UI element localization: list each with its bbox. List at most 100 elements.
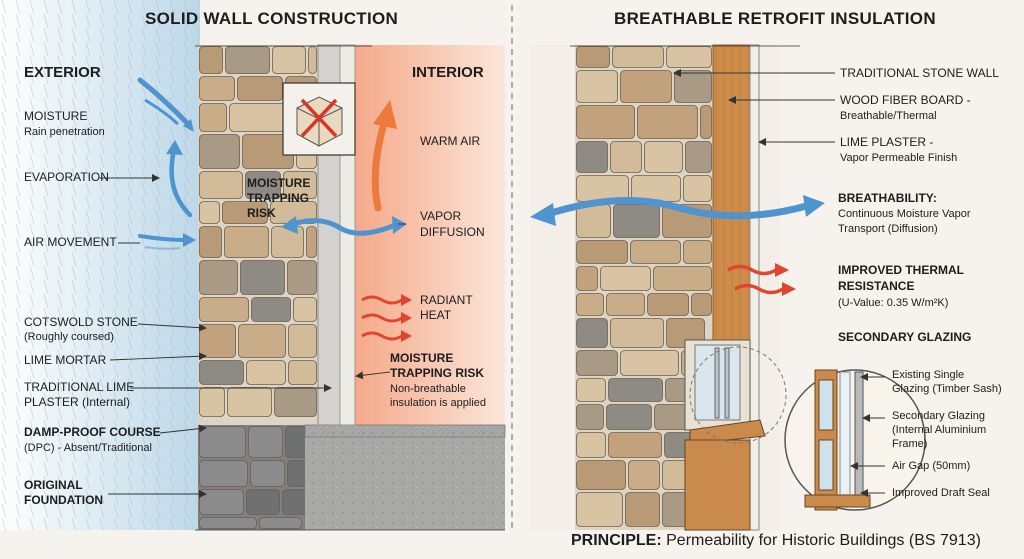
interior-trap-risk-line2: TRAPPING RISK [390,366,485,380]
cotswold-stone-sub: (Roughly coursed) [24,331,114,343]
stone-block [248,426,283,458]
stone-block [576,70,618,103]
thermal-sub: (U-Value: 0.35 W/m²K) [838,297,949,309]
stone-block [576,432,606,458]
stone-block [610,141,642,173]
principle-footer: PRINCIPLE: Permeability for Historic Bui… [571,532,981,550]
stone-block [576,46,610,68]
interior-trap-risk-sub2: insulation is applied [390,397,487,409]
evaporation-label: EVAPORATION [24,170,109,184]
stone-block [240,260,285,295]
secondary-glazing-detail [784,369,926,511]
left-concrete-floor [305,425,505,530]
stone-block [199,426,246,458]
stone-block [576,460,626,490]
stone-block [576,266,598,291]
stone-block [238,324,286,358]
stone-block [293,297,317,322]
right-leader-lines [673,69,885,497]
stone-block [700,105,712,139]
stone-block [199,46,223,74]
stone-block [674,70,712,103]
stone-block [199,171,243,199]
stone-block [683,175,712,202]
rain-texture [0,0,200,530]
right-stone-wall [575,45,713,530]
stone-block [199,517,257,529]
stone-block [576,318,608,348]
warning-cross-icon [282,82,356,156]
stone-block [250,460,285,487]
stone-block [199,460,248,487]
radiant-heat-line1: RADIANT [420,293,473,307]
breathability-sub2: Transport (Diffusion) [838,223,938,235]
stone-block [576,404,604,430]
secondary-glazing-line1: Secondary Glazing [892,410,985,422]
wood-fiber-line2: Breathable/Thermal [840,110,937,122]
stone-block [199,387,225,417]
radiant-heat-line2: HEAT [420,308,452,322]
stone-block [600,266,651,291]
thermal-line2: RESISTANCE [838,279,915,293]
stone-block [613,204,660,238]
evaporation-arrow [166,140,193,218]
interior-trap-risk-sub1: Non-breathable [390,383,466,395]
stone-block [287,460,307,487]
stone-block [199,76,235,101]
stone-block [274,387,317,417]
secondary-glazing-line3: Frame) [892,438,928,450]
stone-block [272,46,306,74]
stone-block [620,350,679,376]
stone-block [625,492,660,527]
breathability-sub1: Continuous Moisture Vapor [838,208,971,220]
left-stone-wall [198,45,318,425]
cotswold-stone-label: COTSWOLD STONE [24,315,138,329]
stone-block [251,297,291,322]
stone-wall-label: TRADITIONAL STONE WALL [840,66,999,80]
stone-block [259,517,302,529]
interior-label: INTERIOR [412,64,484,81]
vapor-diffusion-arrow [281,216,407,236]
stone-block [685,141,712,173]
dpc-sub: (DPC) - Absent/Traditional [24,442,152,454]
stone-block [245,171,281,199]
stone-block [576,350,618,376]
stone-block [606,293,645,316]
existing-glazing-line1: Existing Single [892,369,965,381]
vapor-diffusion-line2: DIFFUSION [420,225,485,239]
left-panel-title: SOLID WALL CONSTRUCTION [145,9,399,28]
wall-trap-risk-line1: MOISTURE [247,176,311,190]
stone-block [288,324,317,358]
stone-block [576,204,611,238]
stone-block [222,201,268,224]
left-foundation-stones [199,426,307,529]
stone-block [612,46,664,68]
principle-label: PRINCIPLE: [571,532,662,549]
wall-trap-risk-line3: RISK [247,206,276,220]
lime-plaster-label-line2: PLASTER (Internal) [24,395,131,409]
lime-plaster-line1: LIME PLASTER - [840,135,934,149]
air-gap-label: Air Gap (50mm) [892,460,971,472]
existing-glazing-line2: Glazing (Timber Sash) [892,383,1002,395]
stone-block [199,489,244,515]
stone-block [285,426,307,458]
stone-block [576,492,623,527]
stone-block [576,105,635,139]
moisture-sub: Rain penetration [24,126,105,138]
stone-block [199,226,222,258]
stone-block [199,297,249,322]
foundation-label-line1: ORIGINAL [24,478,83,492]
stone-block [653,266,712,291]
stone-block [691,293,712,316]
right-panel-title: BREATHABLE RETROFIT INSULATION [614,9,936,28]
stone-block [576,378,606,402]
stone-block [283,171,317,199]
warm-air-label: WARM AIR [420,134,481,148]
air-movement-arrow [138,233,196,250]
stone-block [606,404,652,430]
lime-plaster-label-line1: TRADITIONAL LIME [24,380,135,394]
stone-block [644,141,683,173]
stone-block [227,387,272,417]
